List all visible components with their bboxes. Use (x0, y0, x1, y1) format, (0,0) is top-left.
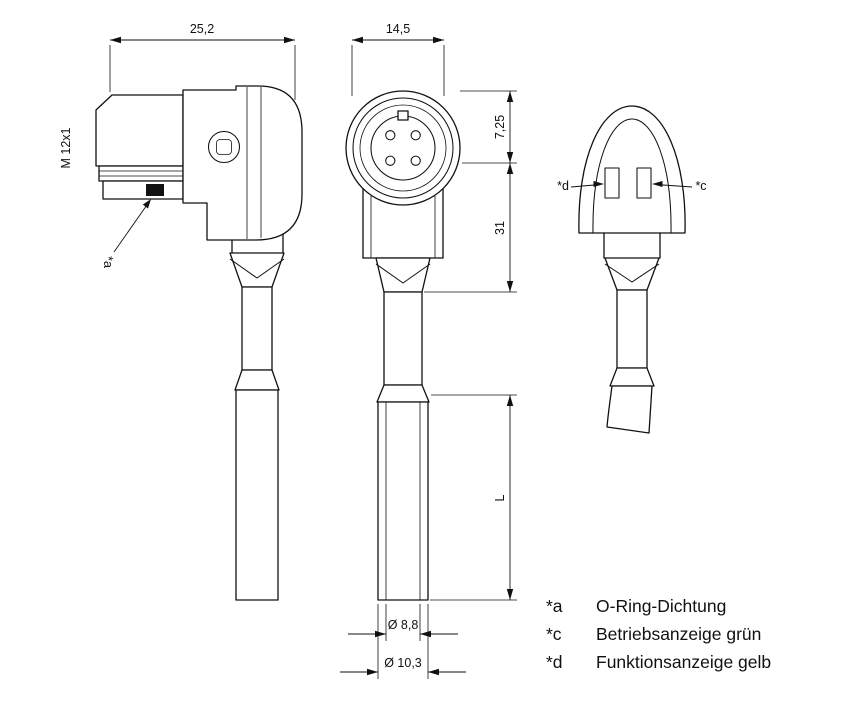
dim-inner-diameter-label: Ø 8,8 (388, 618, 419, 632)
marker-d-label: *d (557, 179, 569, 193)
legend-row-d: *d Funktionsanzeige gelb (546, 648, 771, 676)
legend-label-c: Betriebsanzeige grün (596, 623, 762, 644)
front-view: 14,5 (340, 22, 517, 679)
dim-inner-diameter: Ø 8,8 (348, 604, 458, 641)
dim-pin-offset: 7,25 (460, 90, 517, 164)
legend: *a O-Ring-Dichtung *c Betriebsanzeige gr… (546, 592, 771, 676)
side-view: 25,2 M 12x1 *a (59, 22, 303, 601)
back-housing (578, 105, 686, 234)
dim-cable-length: L (430, 394, 517, 601)
dim-head-height: 31 (424, 163, 517, 293)
cable-end (606, 385, 653, 434)
knurled-nut (95, 94, 184, 167)
thread-section (98, 165, 184, 200)
pin-4 (410, 155, 421, 166)
pin-3 (385, 155, 396, 166)
legend-key-d: *d (546, 651, 563, 672)
back-cable-assembly (603, 232, 661, 434)
side-cable-assembly (229, 233, 285, 601)
oring-marker-label: *a (101, 256, 115, 268)
led-window-green (636, 167, 652, 199)
thread-label: M 12x1 (59, 127, 73, 168)
legend-key-c: *c (546, 623, 562, 644)
dim-outer-diameter: Ø 10,3 (340, 604, 466, 679)
led-window-yellow (604, 167, 620, 199)
legend-row-c: *c Betriebsanzeige grün (546, 620, 771, 648)
back-view: *d *c (557, 105, 707, 434)
legend-label-d: Funktionsanzeige gelb (596, 651, 772, 672)
dim-cable-length-label: L (493, 494, 507, 501)
dim-side-width-label: 25,2 (190, 22, 214, 36)
dim-head-height-label: 31 (493, 221, 507, 235)
marker-d: *d (557, 179, 604, 193)
marker-c-label: *c (695, 179, 706, 193)
dim-pin-offset-label: 7,25 (493, 115, 507, 139)
marker-c: *c (652, 179, 707, 193)
legend-key-a: *a (546, 595, 563, 616)
keyway-notch (397, 110, 409, 121)
legend-label-a: O-Ring-Dichtung (596, 595, 727, 616)
o-ring (146, 184, 164, 196)
connector-face (345, 90, 461, 206)
pin-1 (385, 130, 396, 141)
pin-2 (410, 130, 421, 141)
connector-body (182, 85, 303, 241)
dim-side-width: 25,2 (109, 22, 296, 100)
legend-row-a: *a O-Ring-Dichtung (546, 592, 771, 620)
oring-marker: *a (101, 199, 151, 268)
dim-front-width: 14,5 (351, 22, 445, 96)
front-cable-assembly (375, 257, 431, 601)
dim-outer-diameter-label: Ø 10,3 (384, 656, 422, 670)
dim-front-width-label: 14,5 (386, 22, 410, 36)
brand-logo-icon (207, 130, 241, 164)
